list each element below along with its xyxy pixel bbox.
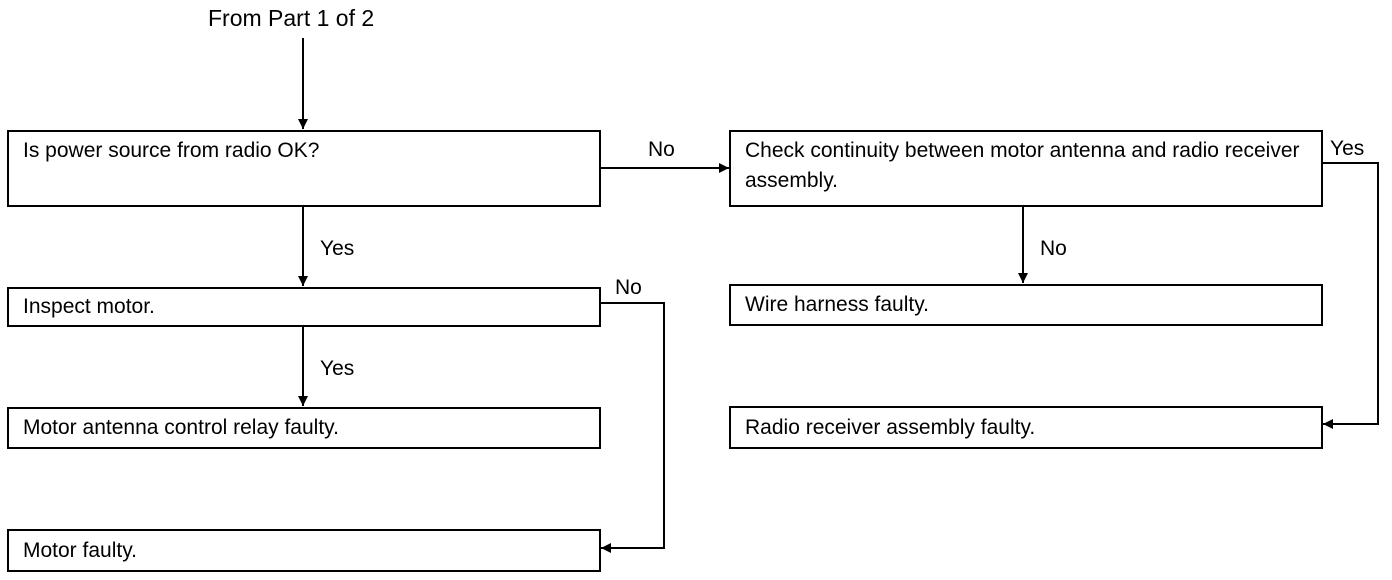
arrow-inspect-no-to-motor-faulty — [600, 302, 665, 553]
wire-harness-faulty-box: Wire harness faulty. — [729, 284, 1323, 326]
relay-faulty-box: Motor antenna control relay faulty. — [7, 407, 601, 449]
inspect-motor-box: Inspect motor. — [7, 287, 601, 327]
edge-label-continuity-yes: Yes — [1330, 137, 1365, 160]
edge-label-inspect-no: No — [615, 276, 642, 299]
power-check-box: Is power source from radio OK? — [7, 130, 601, 207]
edge-label-power-no: No — [648, 138, 675, 161]
continuity-check-box: Check continuity between motor antenna a… — [729, 130, 1323, 207]
edge-label-power-yes: Yes — [320, 237, 355, 260]
arrow-continuity-yes-to-receiver-faulty — [1322, 162, 1379, 429]
edge-label-continuity-no: No — [1040, 237, 1067, 260]
edge-label-inspect-yes: Yes — [320, 357, 355, 380]
receiver-faulty-box: Radio receiver assembly faulty. — [729, 406, 1323, 449]
diagram-header: From Part 1 of 2 — [208, 5, 375, 31]
motor-faulty-box: Motor faulty. — [7, 529, 601, 572]
